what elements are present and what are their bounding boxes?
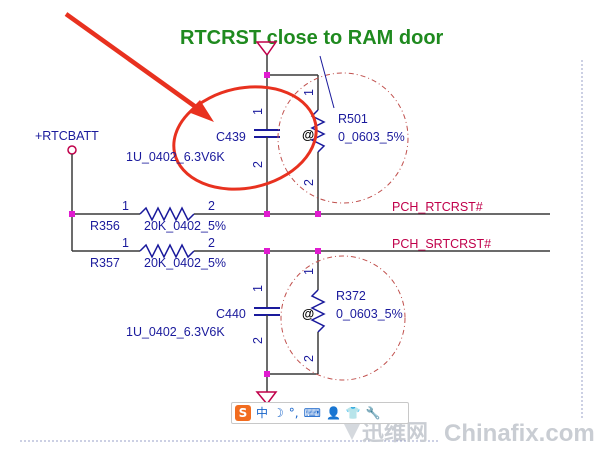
- ime-keyboard-icon[interactable]: ⌨: [303, 406, 321, 420]
- r501-pin2: 2: [302, 179, 316, 186]
- diagram-title: RTCRST close to RAM door: [180, 27, 444, 49]
- ime-toolbar[interactable]: S 中 ☽ °, ⌨ 👤 👕 🔧: [231, 402, 409, 424]
- c440-ref: C440: [216, 307, 246, 321]
- watermark: 迅维网 Chinafix.com: [340, 416, 595, 447]
- junction-dot: [315, 211, 321, 217]
- ime-tools-icon[interactable]: 🔧: [365, 406, 381, 420]
- r501-leader: [319, 55, 335, 109]
- r357-zigzag: [139, 243, 195, 259]
- junction-dot: [315, 248, 321, 254]
- r356-pin1: 1: [122, 199, 129, 213]
- r372-pin1: 1: [302, 268, 316, 275]
- c439-value: 1U_0402_6.3V6K: [126, 150, 225, 164]
- c439-pin2: 2: [251, 161, 265, 168]
- r372-dashed-circle: [280, 255, 406, 381]
- junction-dot: [264, 72, 270, 78]
- net-label-srtcrst: PCH_SRTCRST#: [392, 237, 491, 251]
- r357-pin2: 2: [208, 236, 215, 250]
- junction-dot: [69, 211, 75, 217]
- ime-punctuation-icon[interactable]: °,: [288, 406, 299, 420]
- r372-value: 0_0603_5%: [336, 307, 403, 321]
- r501-value: 0_0603_5%: [338, 130, 405, 144]
- annotation-arrowhead: [188, 100, 214, 122]
- watermark-en: Chinafix.com: [444, 420, 595, 447]
- ime-user-icon[interactable]: 👤: [325, 406, 341, 420]
- r501-ref: R501: [338, 112, 368, 126]
- junction-dot: [264, 211, 270, 217]
- r372-marker: @: [302, 307, 314, 321]
- r372-ref: R372: [336, 289, 366, 303]
- r372-zigzag: [310, 289, 326, 333]
- ime-logo-icon[interactable]: S: [235, 405, 251, 421]
- r357-pin1: 1: [122, 236, 129, 250]
- junction-dot: [264, 371, 270, 377]
- ime-chinese-mode-icon[interactable]: 中: [256, 406, 269, 420]
- watermark-cn: 迅维网: [362, 420, 428, 446]
- annotation-ellipse: [172, 85, 318, 191]
- power-symbol-top: [255, 41, 278, 57]
- r357-value: 20K_0402_5%: [144, 256, 226, 270]
- r501-dashed-circle: [277, 72, 409, 204]
- ime-skin-icon[interactable]: 👕: [345, 406, 361, 420]
- power-symbol-bottom: [255, 391, 278, 406]
- annotation-arrow: [64, 12, 202, 112]
- junction-dot: [264, 248, 270, 254]
- c440-pin2: 2: [251, 337, 265, 344]
- ime-moon-icon[interactable]: ☽: [273, 406, 284, 420]
- r501-marker: @: [302, 128, 314, 142]
- net-label-rtcrst: PCH_RTCRST#: [392, 200, 483, 214]
- r356-value: 20K_0402_5%: [144, 219, 226, 233]
- c439-pin1: 1: [251, 108, 265, 115]
- net-label-rtcbatt: +RTCBATT: [35, 129, 99, 143]
- r356-pin2: 2: [208, 199, 215, 213]
- junctions: [69, 72, 321, 377]
- r357-ref: R357: [90, 256, 120, 270]
- r356-ref: R356: [90, 219, 120, 233]
- r501-pin1: 1: [302, 89, 316, 96]
- r372-pin2: 2: [302, 355, 316, 362]
- c440-pin1: 1: [251, 285, 265, 292]
- c440-value: 1U_0402_6.3V6K: [126, 325, 225, 339]
- r356-zigzag: [139, 206, 195, 222]
- c439-ref: C439: [216, 130, 246, 144]
- rtcbatt-terminal: [67, 145, 77, 155]
